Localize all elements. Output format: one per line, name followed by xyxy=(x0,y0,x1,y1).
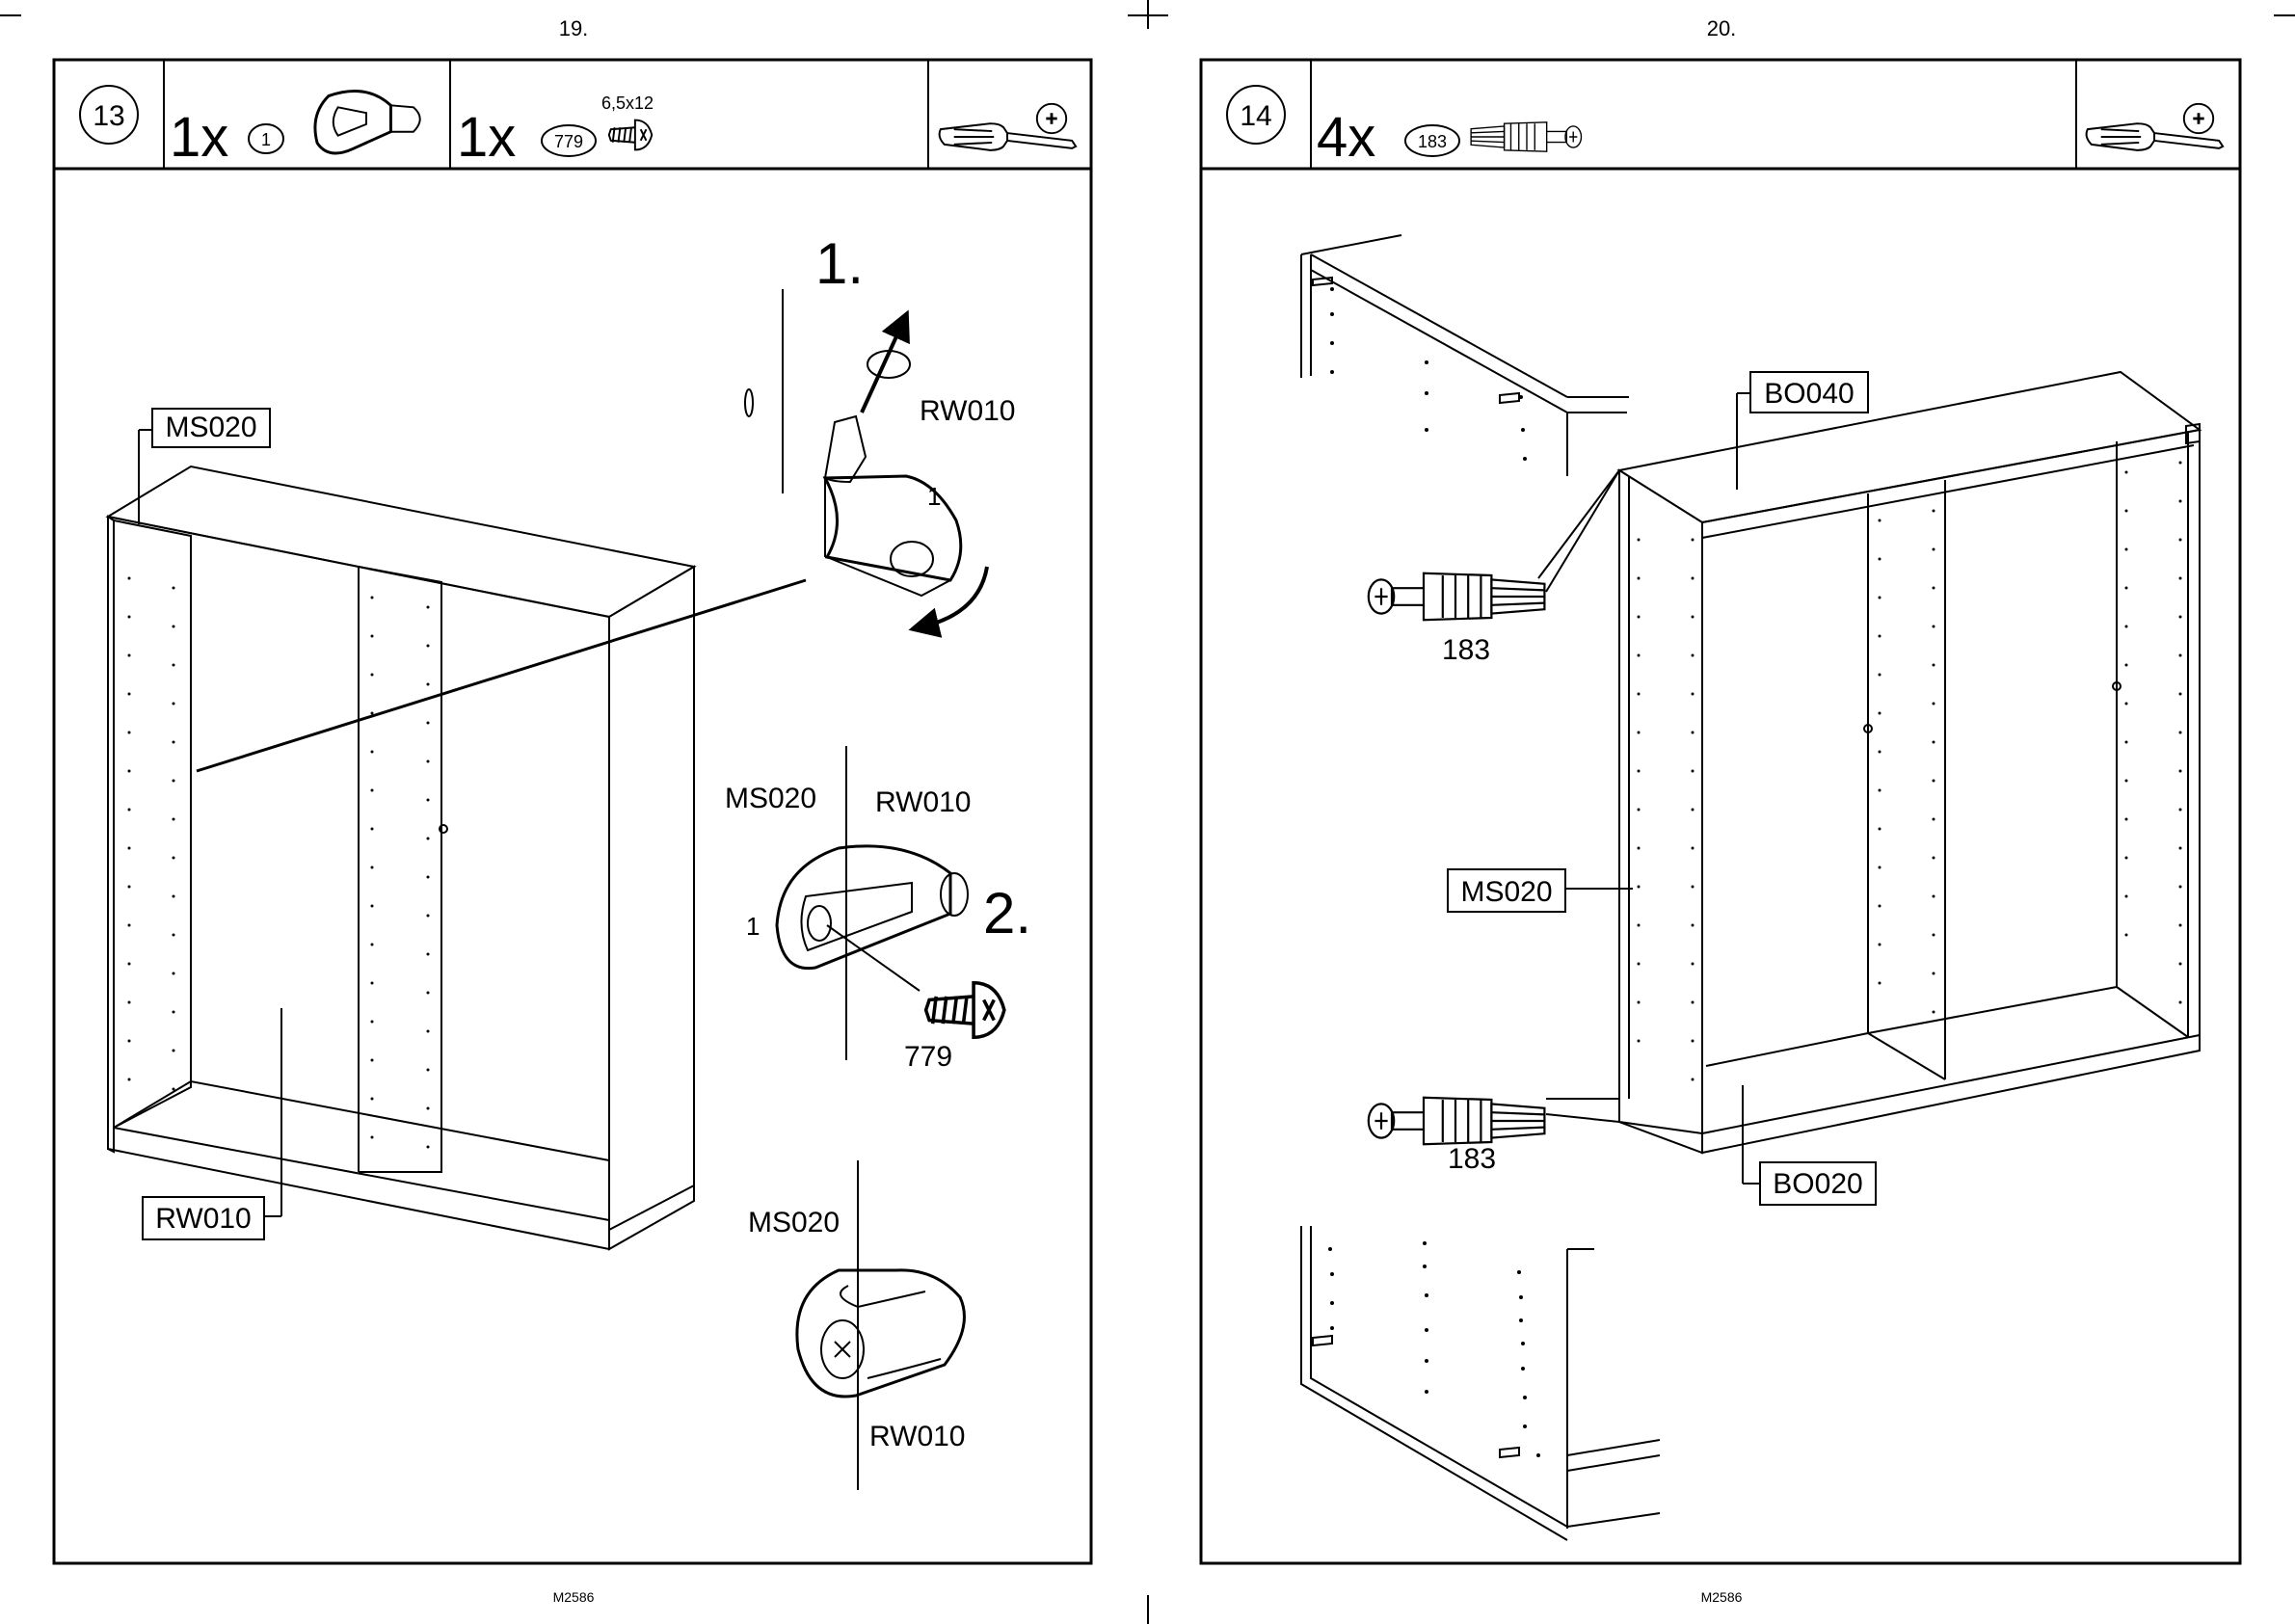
part-callout: RW010 xyxy=(920,395,1016,427)
screw-icon xyxy=(609,120,652,150)
wardrobe-carcass-drawing xyxy=(108,430,806,1249)
label-text: RW010 xyxy=(155,1203,252,1235)
step-number: 14 xyxy=(1240,100,1271,132)
part-callout: 779 xyxy=(904,1041,952,1073)
part-callout: MS020 xyxy=(748,1207,840,1238)
detail-step-3: MS020 RW010 xyxy=(748,1160,966,1490)
part-label-rw010: RW010 xyxy=(143,1197,281,1239)
phillips-head-icon xyxy=(2184,104,2213,133)
detail-step-2: 2. MS020 RW010 1 779 xyxy=(725,746,1031,1073)
dowel-connector-icon xyxy=(1369,1098,1545,1144)
screwdriver-icon xyxy=(940,123,1077,150)
part-screw: 1x 779 6,5x12 xyxy=(457,93,654,169)
step-frame xyxy=(1201,60,2240,1563)
step-number-badge: 13 xyxy=(80,86,138,144)
sub-step-number: 1. xyxy=(815,231,864,296)
step-number-badge: 14 xyxy=(1227,86,1285,144)
part-callout: 183 xyxy=(1442,634,1490,666)
part-callout: MS020 xyxy=(725,783,816,814)
part-quantity: 4x xyxy=(1317,106,1375,169)
footer-code: M2586 xyxy=(1701,1589,1743,1605)
bottom-corner-detail xyxy=(1301,1226,1660,1540)
wardrobe-carcass-drawing xyxy=(1538,372,2200,1153)
screwdriver-icon xyxy=(2087,123,2224,150)
left-page: 19. 13 1x 1 1x 779 6,5x12 xyxy=(54,16,1091,1605)
part-id: 183 xyxy=(1418,132,1447,151)
part-callout: RW010 xyxy=(875,786,972,818)
step-number: 13 xyxy=(93,100,124,132)
part-id: 1 xyxy=(261,130,271,149)
sub-step-number: 2. xyxy=(983,881,1031,945)
page-number: 19. xyxy=(559,16,589,40)
page-number: 20. xyxy=(1707,16,1737,40)
part-callout: 183 xyxy=(1448,1143,1496,1175)
part-id: 779 xyxy=(554,132,583,151)
part-dowel-connector: 4x 183 xyxy=(1317,106,1581,169)
part-quantity: 1x xyxy=(457,106,516,169)
dowel-connector-icon xyxy=(1369,573,1545,620)
part-callout: 1 xyxy=(746,912,760,941)
part-callout: RW010 xyxy=(869,1421,966,1452)
cam-lock-fitting-icon xyxy=(315,92,420,153)
label-text: BO020 xyxy=(1773,1168,1862,1200)
part-size: 6,5x12 xyxy=(601,93,654,113)
dowel-connector-icon xyxy=(1471,122,1581,151)
phillips-head-icon xyxy=(1037,104,1066,133)
right-page: 20. 14 4x 183 xyxy=(1201,16,2240,1605)
label-text: MS020 xyxy=(1460,876,1552,908)
part-cam-lock: 1x 1 xyxy=(170,92,420,169)
label-text: MS020 xyxy=(165,412,256,443)
part-quantity: 1x xyxy=(170,106,228,169)
part-callout: 1 xyxy=(927,482,941,511)
footer-code: M2586 xyxy=(553,1589,595,1605)
top-corner-detail xyxy=(1301,235,1629,476)
screw-icon xyxy=(926,983,1004,1038)
label-text: BO040 xyxy=(1764,378,1854,410)
part-label-ms020: MS020 xyxy=(139,409,270,447)
part-label-ms020: MS020 xyxy=(1448,869,1633,912)
detail-step-1: 1. RW010 1 xyxy=(745,231,1016,626)
